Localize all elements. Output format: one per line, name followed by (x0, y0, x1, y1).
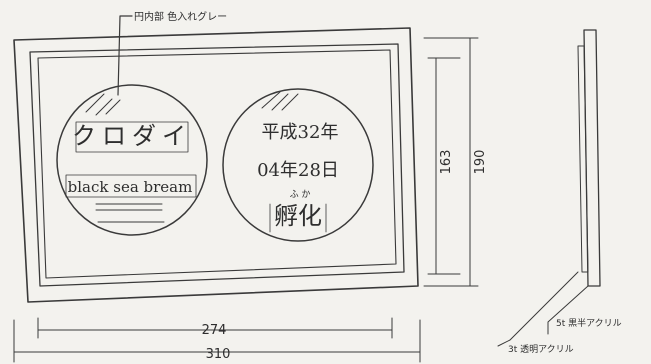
left-subtitle-box (65, 174, 197, 198)
left-circle-title: クロダイ (72, 122, 192, 150)
right-era-line: 平成32年 (262, 122, 339, 143)
right-date-line: 04年28日 (257, 160, 339, 181)
outer-acrylic-note: 5t 黒半アクリル (556, 317, 622, 329)
outer-width-label: 310 (206, 347, 231, 362)
height-dimensions (423, 37, 479, 287)
right-event: 孵化 (274, 202, 322, 230)
side-view (577, 29, 601, 287)
right-event-box (269, 203, 327, 233)
front-acrylic-note: 3t 透明アクリル (508, 344, 574, 355)
outer-frame (13, 27, 419, 303)
note-leader-line (117, 15, 133, 96)
display-area (37, 49, 397, 279)
inner-width-label: 274 (202, 323, 227, 338)
left-circle-subtitle: black sea bream (68, 178, 193, 196)
right-furigana: ふ か (290, 189, 311, 200)
side-leader-lines (497, 271, 589, 347)
left-placeholder-lines (95, 203, 165, 223)
inner-frame (29, 43, 405, 287)
outer-height-label: 190 (473, 150, 488, 175)
left-title-box (75, 121, 189, 153)
width-dimensions (13, 317, 421, 363)
right-circle (222, 88, 374, 242)
inner-height-label: 163 (439, 150, 454, 175)
left-circle (56, 84, 208, 236)
inner-circle-note: 円内部 色入れグレー (134, 10, 227, 23)
